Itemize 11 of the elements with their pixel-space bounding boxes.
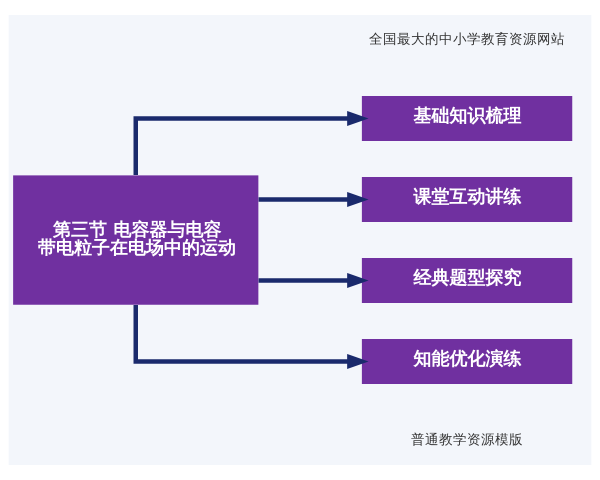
label: 普通教学资源模版 (411, 432, 524, 448)
arrow (258, 192, 369, 207)
label: 全国最大的中小学教育资源网站 (369, 31, 566, 48)
node-box: 第三节 电容器与电容 带电粒子在电场中的运动 (13, 175, 258, 305)
node-box: 经典题型探究 (362, 258, 572, 303)
arrow (134, 111, 369, 175)
node-box: 课堂互动讲练 (362, 177, 572, 222)
node-box: 基础知识梳理 (362, 96, 572, 141)
node-box: 知能优化演练 (362, 339, 572, 384)
arrow (258, 273, 369, 288)
arrow (134, 305, 369, 369)
